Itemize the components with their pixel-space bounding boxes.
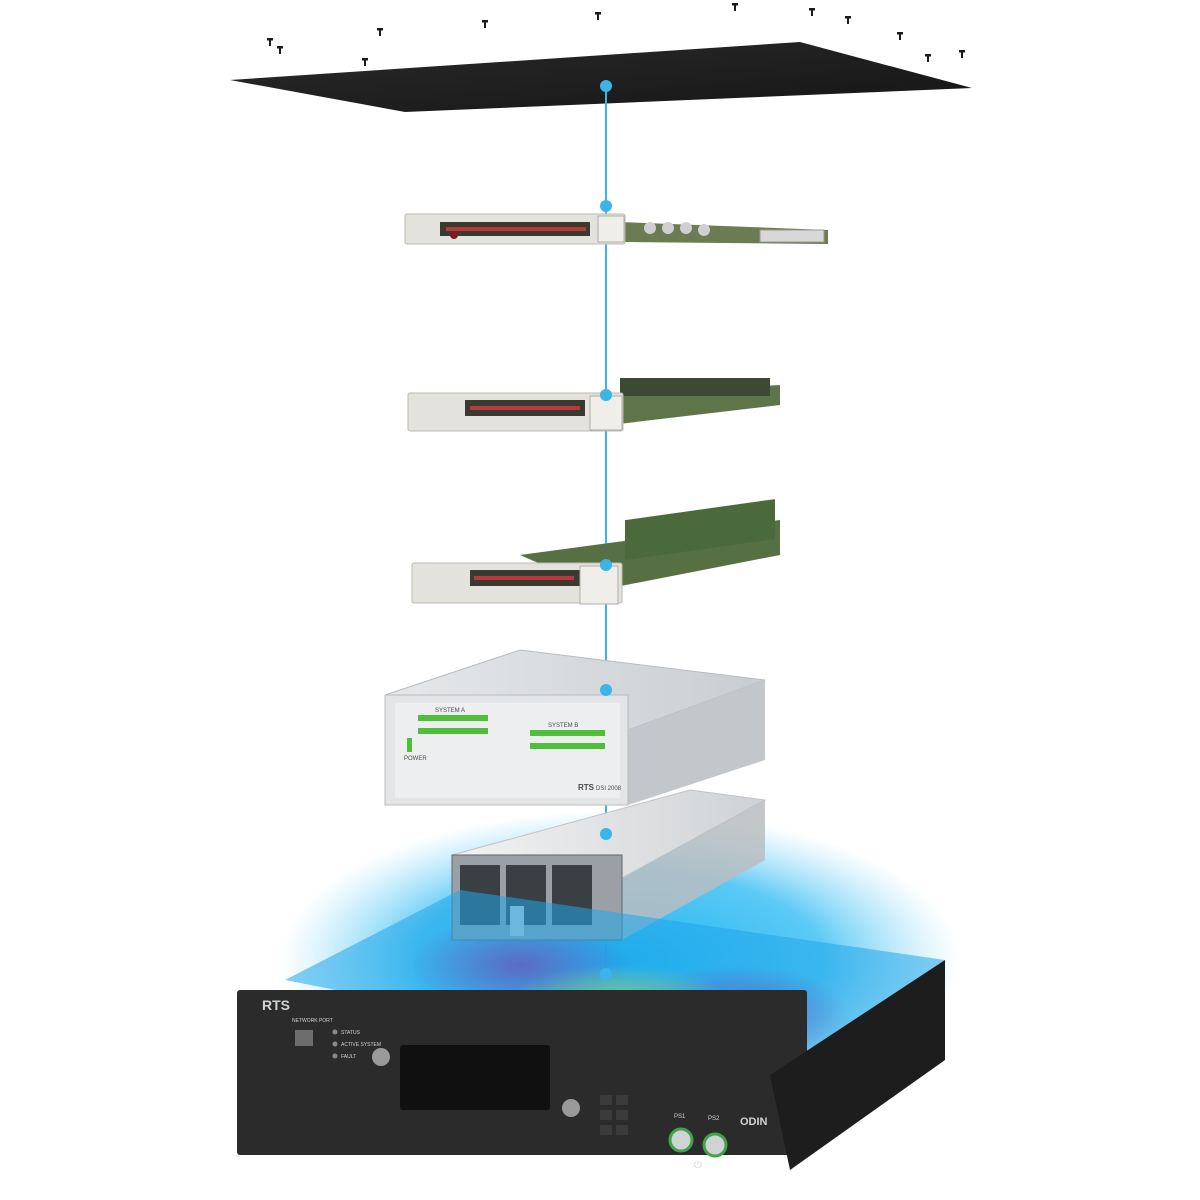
dsi-module: POWER SYSTEM A SYSTEM B RTS DSI 2008 bbox=[384, 649, 766, 806]
svg-text:FAULT: FAULT bbox=[341, 1054, 356, 1060]
module-model: DSI 2008 bbox=[596, 786, 622, 792]
screw-icon bbox=[845, 16, 851, 24]
knob-icon[interactable] bbox=[372, 1048, 390, 1066]
ps2-power-button[interactable] bbox=[702, 1132, 728, 1158]
ps2-label: PS2 bbox=[708, 1116, 720, 1122]
display-screen bbox=[400, 1045, 550, 1110]
connector-dot-icon bbox=[600, 828, 612, 840]
screw-icon bbox=[595, 12, 601, 20]
network-port-label: NETWORK PORT bbox=[292, 1018, 333, 1024]
ps1-power-button[interactable] bbox=[668, 1127, 694, 1153]
keypad bbox=[600, 1095, 628, 1135]
connector-dot-icon bbox=[600, 389, 612, 401]
frame-brand: RTS bbox=[262, 997, 290, 1013]
connector-dot-icon bbox=[600, 684, 612, 696]
section-b-label: SYSTEM B bbox=[548, 723, 578, 729]
screw-icon bbox=[809, 8, 815, 16]
screw-icon bbox=[959, 50, 965, 58]
screw-icon bbox=[277, 46, 283, 54]
knob-icon[interactable] bbox=[562, 1099, 580, 1117]
top-lid-panel bbox=[230, 42, 972, 112]
connector-dot-icon bbox=[600, 200, 612, 212]
network-port-icon bbox=[295, 1030, 313, 1046]
frame-model: ODIN bbox=[740, 1116, 768, 1128]
power-icon: ⏻ bbox=[694, 1160, 702, 1171]
screw-icon bbox=[267, 38, 273, 46]
section-a-label: SYSTEM A bbox=[435, 708, 465, 714]
module-brand: RTS bbox=[578, 783, 595, 792]
led-bar-b bbox=[530, 730, 605, 749]
power-led bbox=[407, 738, 412, 752]
screw-icon bbox=[925, 54, 931, 62]
screw-icon bbox=[482, 20, 488, 28]
svg-text:STATUS: STATUS bbox=[341, 1030, 361, 1036]
connector-dots bbox=[600, 80, 612, 980]
connector-dot-icon bbox=[600, 968, 612, 980]
status-indicators: STATUS ACTIVE SYSTEM FAULT bbox=[332, 1029, 381, 1060]
connector-dot-icon bbox=[600, 80, 612, 92]
interface-card-3 bbox=[411, 499, 780, 605]
led-bar-a bbox=[418, 715, 488, 734]
interface-card-1 bbox=[404, 213, 828, 245]
svg-text:ACTIVE SYSTEM: ACTIVE SYSTEM bbox=[341, 1042, 381, 1048]
interface-card-2 bbox=[407, 378, 780, 432]
ps1-label: PS1 bbox=[674, 1114, 686, 1120]
power-label: POWER bbox=[404, 756, 427, 762]
screw-icon bbox=[732, 3, 738, 11]
frame-chassis: RTS ODIN NETWORK PORT STATUS ACTIVE SYST… bbox=[237, 890, 945, 1171]
screw-icon bbox=[362, 58, 368, 66]
screw-icon bbox=[377, 28, 383, 36]
screw-icon bbox=[897, 32, 903, 40]
connector-dot-icon bbox=[600, 559, 612, 571]
screws bbox=[267, 3, 965, 66]
